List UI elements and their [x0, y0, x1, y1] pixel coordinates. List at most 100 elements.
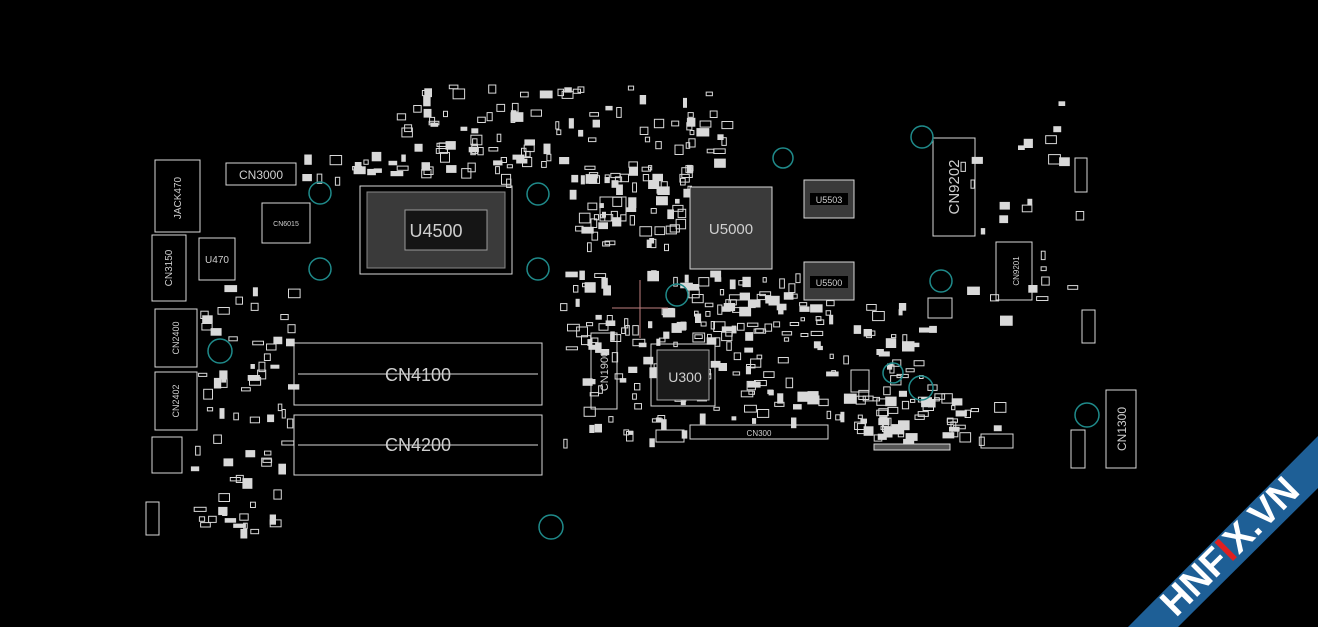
chip-u5503[interactable]: U5503 [803, 179, 855, 219]
smd-part [713, 148, 726, 154]
smd-part [568, 118, 574, 129]
smd-part [371, 151, 382, 162]
smd-part [673, 276, 678, 287]
connector-cn1300[interactable]: CN1300 [1105, 389, 1137, 469]
connector-cn2400[interactable]: CN2400 [154, 308, 198, 368]
smd-part [198, 516, 206, 522]
smd-part [477, 116, 486, 123]
smd-part [619, 173, 629, 183]
smd-part [628, 166, 639, 176]
smd-part [610, 334, 622, 343]
smd-part [396, 165, 409, 171]
smd-part [589, 424, 595, 433]
smd-part [971, 156, 983, 164]
smd-part [764, 323, 773, 332]
smd-part [578, 212, 591, 224]
chip-u5000[interactable]: U5000 [689, 186, 773, 270]
smd-part [249, 376, 262, 386]
connector-cn9202[interactable]: CN9202 [932, 137, 976, 237]
connector-cn3150[interactable]: CN3150 [151, 234, 187, 302]
smd-part [496, 103, 506, 112]
connector-jack470[interactable]: JACK470 [154, 159, 201, 233]
smd-part [999, 215, 1009, 224]
chip-u4500[interactable]: U4500 [359, 185, 513, 275]
u5500-label: U5500 [816, 278, 843, 288]
smd-part [946, 417, 954, 426]
smd-part [273, 489, 282, 500]
smd-part [565, 271, 578, 278]
smd-part [461, 168, 472, 179]
smd-part [495, 166, 500, 175]
chip-u470[interactable]: U470 [198, 237, 236, 281]
smd-part [951, 398, 963, 406]
connector-cn9201[interactable]: CN9201 [995, 241, 1033, 301]
smd-part [472, 138, 478, 147]
chip-u5500[interactable]: U5500 [803, 261, 855, 301]
smd-part [288, 288, 301, 299]
smd-part [978, 436, 985, 446]
slot-cn4200[interactable]: CN4200 [293, 414, 543, 476]
smd-part [709, 110, 718, 118]
cn4200-label: CN4200 [385, 435, 451, 455]
smd-part [363, 159, 369, 165]
smd-part [501, 173, 512, 185]
smd-part [496, 133, 502, 143]
smd-part [595, 314, 602, 320]
smd-part [1036, 296, 1049, 302]
smd-part [854, 421, 867, 431]
smd-part [779, 278, 785, 289]
smd-part [745, 332, 754, 341]
smd-part [639, 126, 649, 135]
smd-part [396, 113, 407, 121]
smd-part [835, 414, 841, 421]
connector-cn300[interactable]: CN300 [689, 424, 829, 440]
smd-part [286, 418, 294, 429]
smd-part [401, 127, 413, 138]
smd-part [195, 445, 201, 456]
smd-part [614, 373, 624, 380]
chip-u300[interactable]: U300 [650, 343, 716, 407]
smd-part [686, 117, 696, 127]
smd-part [885, 338, 897, 349]
smd-part [777, 393, 784, 404]
smd-part [885, 396, 897, 407]
smd-part [250, 528, 260, 535]
smd-part [628, 197, 637, 208]
smd-part [579, 270, 585, 281]
smd-part [756, 293, 766, 301]
chip-cn6015[interactable]: CN6015 [261, 202, 311, 244]
smd-part [810, 330, 824, 336]
smd-part [1000, 315, 1013, 326]
smd-part [959, 432, 972, 443]
connector-cn1900[interactable]: CN1900 [590, 332, 618, 410]
smd-part [446, 165, 457, 173]
smd-part [686, 284, 700, 291]
slot-cn4100[interactable]: CN4100 [293, 342, 543, 406]
smd-part [671, 120, 680, 127]
smd-part [790, 293, 798, 299]
smd-part [717, 304, 723, 315]
mount-hole [772, 147, 794, 169]
smd-part [815, 316, 822, 322]
smd-part [729, 279, 736, 290]
smd-part [565, 346, 578, 351]
smd-part [250, 302, 259, 311]
smd-part [401, 154, 406, 162]
smd-part [970, 179, 975, 189]
smd-part [470, 134, 483, 146]
smd-part [602, 241, 611, 247]
smd-part [853, 325, 862, 334]
smd-part [200, 522, 211, 528]
component-unlabeled [850, 369, 870, 393]
cn2402-label: CN2402 [171, 384, 181, 417]
connector-cn3000[interactable]: CN3000 [225, 162, 297, 186]
smd-part [564, 87, 572, 93]
connector-cn2402[interactable]: CN2402 [154, 371, 198, 431]
smd-part [263, 353, 271, 361]
smd-part [578, 129, 584, 137]
smd-part [524, 139, 536, 146]
smd-part [258, 361, 266, 373]
crosshair-marker [612, 280, 668, 338]
smd-part [993, 425, 1002, 432]
